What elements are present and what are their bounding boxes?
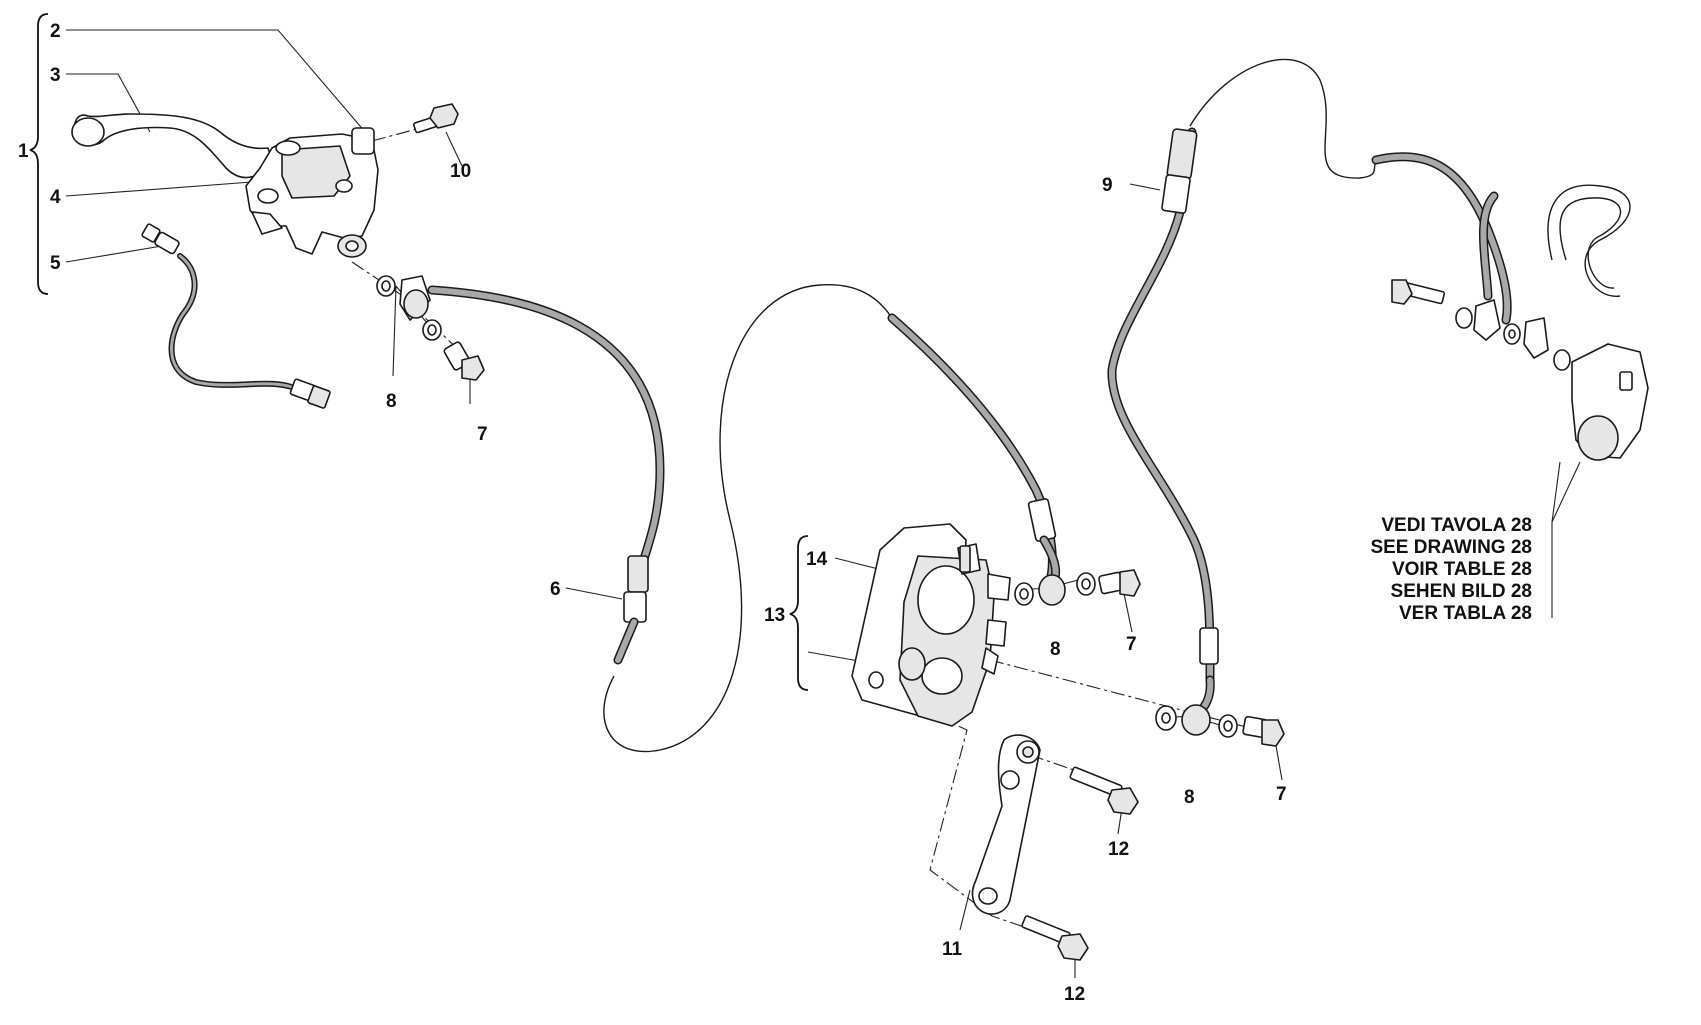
callout-1: 1 [18,141,29,162]
callout-12-upper: 12 [1108,839,1129,860]
callout-8-left: 8 [386,391,397,412]
assembly-axes [351,125,1251,941]
brake-caliper-13 [851,523,1011,727]
hose-routing-lines [603,58,1631,753]
caliper-bracket-11 [971,734,1041,915]
callout-9: 9 [1102,175,1113,196]
bolt-10 [413,103,459,134]
brake-hose-rear [1371,152,1512,325]
banjo-fitting-left [376,275,485,381]
callout-13: 13 [764,605,785,626]
brake-light-switch-5 [141,223,331,409]
brake-hose-6 [427,285,665,665]
banjo-fitting-lower [1155,704,1285,747]
callout-12-lower: 12 [1064,984,1085,1005]
reference-line-es: VER TABLA 28 [1399,603,1532,624]
reference-line-fr: VOIR TABLE 28 [1392,559,1532,580]
reference-line-en: SEE DRAWING 28 [1370,537,1532,558]
callout-2: 2 [50,21,61,42]
callout-14: 14 [806,549,828,570]
callout-6: 6 [550,579,561,600]
brake-hose-9 [1107,127,1219,723]
callout-10: 10 [450,161,471,182]
reference-line-it: VEDI TAVOLA 28 [1381,515,1532,536]
banjo-fitting-caliper [1014,535,1141,606]
callout-7-caliper: 7 [1126,634,1137,655]
group-brace-13 [789,535,809,691]
group-brace-1 [29,13,49,295]
callout-numbers: 1 2 3 4 5 6 7 7 7 8 8 8 9 10 11 12 12 13… [18,21,1287,1005]
callout-8-lower: 8 [1184,787,1195,808]
callout-7-left: 7 [477,424,488,445]
callout-3: 3 [50,65,61,86]
cross-reference-note: VEDI TAVOLA 28 SEE DRAWING 28 VOIR TABLE… [1370,515,1532,624]
callout-8-caliper: 8 [1050,639,1061,660]
bolt-12-lower [1021,915,1089,961]
callout-11: 11 [942,939,963,960]
reference-line-de: SEHEN BILD 28 [1391,581,1532,602]
callout-5: 5 [50,253,61,274]
master-cylinder-assembly [71,113,379,258]
bolt-12-upper [1069,766,1139,815]
callout-4: 4 [50,187,61,208]
rear-banjo-group [1391,279,1649,461]
callout-7-lower: 7 [1276,784,1287,805]
